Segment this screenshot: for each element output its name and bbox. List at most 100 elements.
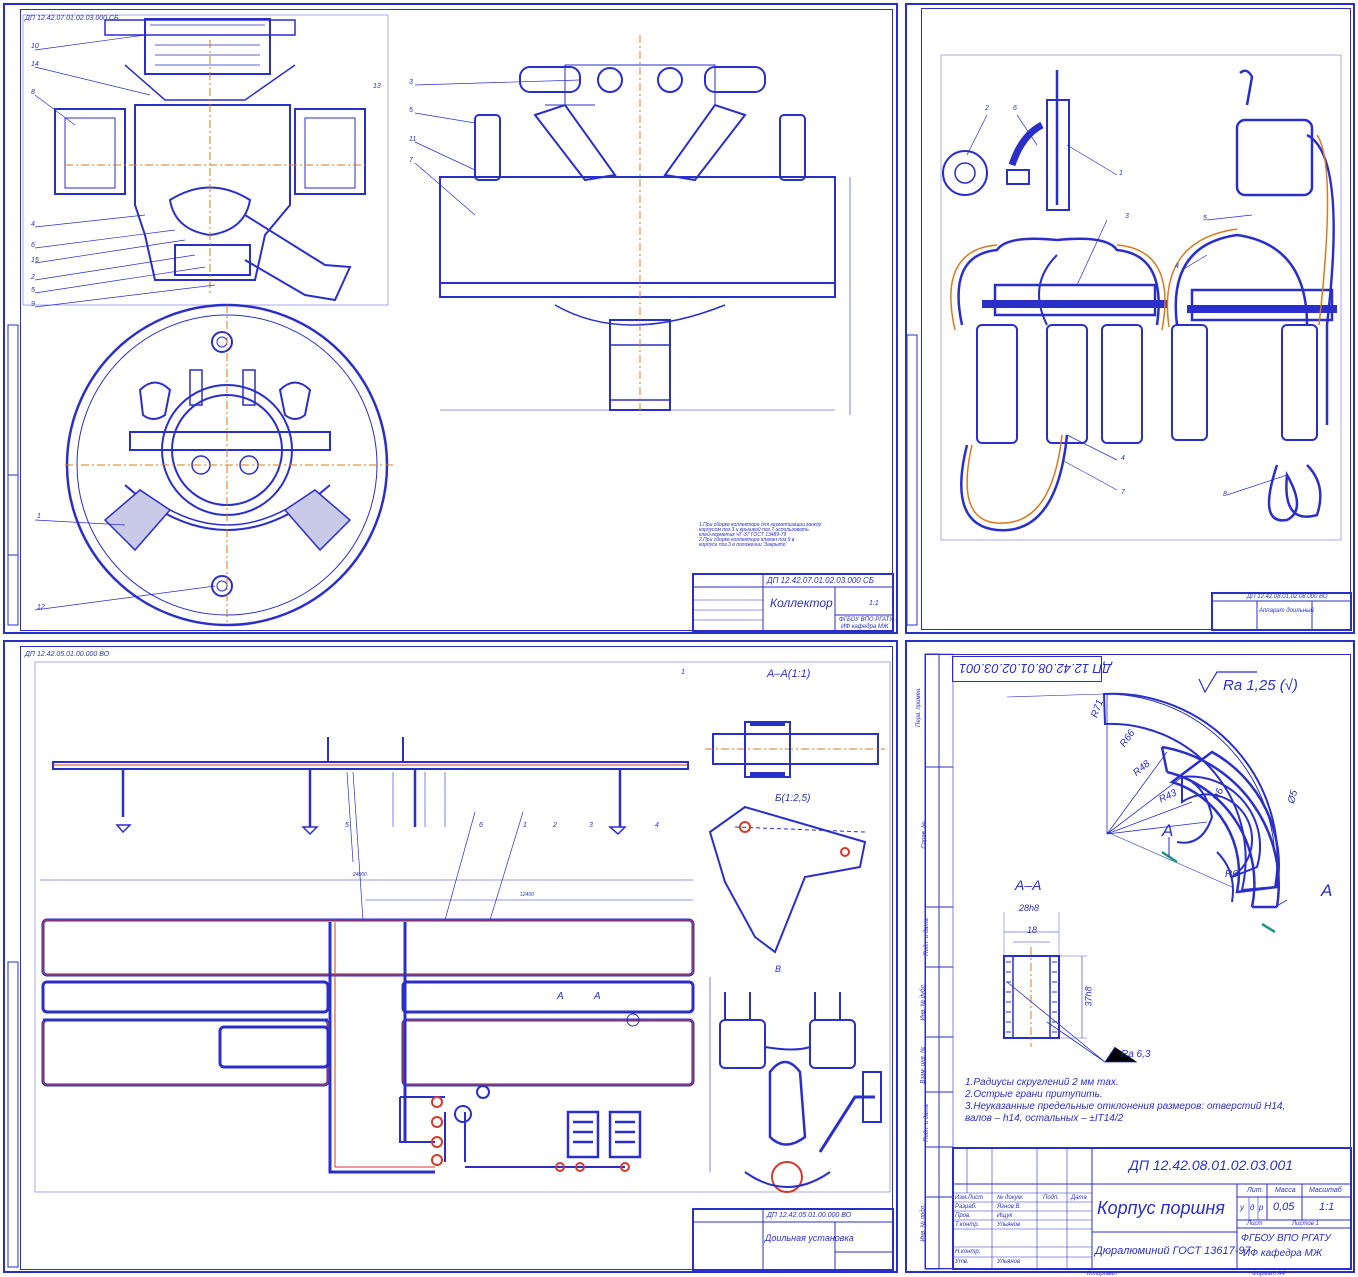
collector-callout: 13	[373, 83, 381, 90]
dim-r6-b: R6	[1225, 869, 1238, 880]
hdr-mass: Масса	[1275, 1187, 1296, 1194]
lit-u: у	[1240, 1203, 1244, 1212]
piston-org-2: ИФ кафедра МЖ	[1243, 1248, 1323, 1259]
installation-callout: 6	[479, 822, 483, 829]
dim-24000: 24000	[353, 872, 367, 878]
collector-note: корпусом поз.3 и крышкой поз.7 использов…	[699, 527, 809, 533]
collector-org-2: ИФ кафедра МЖ	[841, 624, 889, 630]
view-b-label: Б(1:2,5)	[775, 793, 811, 804]
installation-code-rotated: ДП 12.42.05.01.00.000 ВО	[25, 651, 110, 658]
installation-callout: 5	[345, 822, 349, 829]
collector-title: Коллектор	[770, 596, 833, 610]
installation-frame	[20, 646, 893, 1270]
dim-18: 18	[1027, 925, 1038, 935]
section-mark-a1: А	[1162, 821, 1174, 840]
collector-callout: 4	[31, 221, 35, 228]
piston-mass: 0,05	[1273, 1201, 1295, 1213]
apparatus-callout: 3	[1125, 213, 1129, 220]
collector-frame	[20, 9, 893, 631]
piston-note: 1.Радиусы скруглений 2 мм max.	[965, 1077, 1119, 1088]
installation-callout: 2	[553, 822, 557, 829]
piston-note: 3.Неуказанные предельные отклонения разм…	[965, 1101, 1286, 1112]
collector-callout: 11	[409, 136, 417, 143]
tb-row-header-doc: № докум.	[997, 1195, 1024, 1201]
installation-drawing	[7, 661, 894, 1271]
installation-callout: 4	[655, 822, 659, 829]
dim-12400: 12400	[520, 892, 534, 898]
collector-note: 2.При сборке коллектора клапан поз.9 в	[699, 537, 795, 543]
collector-callout: 12	[37, 604, 45, 611]
tb-row-name: Ульянов	[997, 1222, 1021, 1228]
sheet-apparatus: ДП 12.42.08.01.02.08.000 ВО Аппарат доил…	[905, 3, 1355, 634]
side-label: Перв. примен.	[915, 687, 922, 727]
tb-row-role: Т.контр.	[955, 1222, 980, 1228]
collector-drawing	[7, 14, 894, 632]
collector-note: 1.При сборке коллектора для герметизации…	[699, 522, 822, 528]
collector-org-1: ФГБОУ ВПО РГАТУ	[839, 617, 893, 623]
tb-row-header: Изм.Лист	[955, 1195, 984, 1201]
roughness-label: Ra 1,25 (√)	[1223, 677, 1298, 694]
collector-scale: 1:1	[869, 600, 879, 607]
apparatus-code: ДП 12.42.08.01.02.08.000 ВО	[1247, 594, 1328, 600]
piston-sheet: Лист	[1247, 1221, 1263, 1227]
side-label: Подп. и дата	[923, 918, 930, 956]
piston-note: 2.Острые грани притупить.	[965, 1089, 1103, 1100]
collector-callout: 7	[409, 157, 413, 164]
sheet-piston: ДП 12.42.08.01.02.03.001	[905, 640, 1355, 1277]
hdr-lit: Лит.	[1247, 1187, 1264, 1194]
apparatus-callout: 2	[985, 105, 989, 112]
side-label: Инв. № дубл.	[920, 983, 927, 1021]
tb-row-role: Пров.	[955, 1213, 971, 1219]
tb-row-role: Разраб.	[955, 1204, 977, 1210]
piston-org-1: ФГБОУ ВПО РГАТУ	[1241, 1233, 1331, 1244]
piston-material: Дюралюминий ГОСТ 13617-97	[1095, 1245, 1251, 1257]
apparatus-callout: 1	[1119, 170, 1123, 177]
side-label: Подп. и дата	[923, 1104, 930, 1142]
installation-callout: 3	[589, 822, 593, 829]
installation-title: Доильная установка	[765, 1233, 854, 1243]
piston-drawing	[924, 653, 1352, 1270]
piston-copied: Копировал	[1087, 1271, 1117, 1277]
tb-row-name: Ищук	[997, 1213, 1013, 1219]
apparatus-title: Аппарат доильный	[1259, 608, 1314, 614]
section-mark-a2: А	[1321, 881, 1333, 900]
side-label: Справ. №	[921, 821, 928, 849]
apparatus-callout: 7	[1121, 489, 1125, 496]
collector-callout: 10	[31, 43, 39, 50]
tb-row-name: Ульянов	[997, 1259, 1021, 1265]
lit-d: д	[1250, 1203, 1255, 1212]
section-a-label: А–А(1:1)	[767, 668, 811, 680]
apparatus-callout: 5	[1203, 215, 1207, 222]
piston-scale: 1:1	[1319, 1201, 1335, 1213]
apparatus-callout: 6	[1013, 105, 1017, 112]
lit-r: р	[1259, 1203, 1264, 1212]
dim-28h8: 28h8	[1019, 903, 1040, 913]
view-v-label: В	[775, 964, 782, 974]
collector-code-rotated: ДП 12.42.07.01.02.03.000 СБ	[25, 15, 119, 22]
side-label: Взам. инв. №	[920, 1046, 927, 1084]
apparatus-frame	[921, 8, 1351, 630]
collector-callout: 2	[31, 274, 35, 281]
section-aa-title: А–А	[1015, 877, 1042, 893]
piston-notes: 1.Радиусы скруглений 2 мм max. 2.Острые …	[965, 1078, 1285, 1124]
apparatus-drawing	[906, 54, 1352, 631]
sheet-installation: ДП 12.42.05.01.00.000 ВО	[3, 640, 898, 1273]
tb-row-header-sign: Подп.	[1043, 1195, 1059, 1201]
collector-callout: 1	[37, 513, 41, 520]
piston-title: Корпус поршня	[1097, 1198, 1225, 1218]
collector-note: клей-герметик ЧГ-37 ГОСТ 13489-79	[699, 532, 787, 538]
apparatus-callout: 8	[1223, 491, 1227, 498]
piston-code: ДП 12.42.08.01.02.03.001	[1129, 1157, 1294, 1173]
apparatus-callout: 4	[1175, 263, 1179, 270]
tb-row-role: Утв.	[955, 1259, 969, 1265]
tb-row-name: Ягнов В.	[997, 1204, 1022, 1210]
hdr-scale: Масштаб	[1309, 1187, 1342, 1194]
collector-callout: 6	[31, 242, 35, 249]
tb-row-role: Н.контр.	[955, 1249, 981, 1255]
collector-callout: 5	[409, 107, 413, 114]
dim-37h8: 37h8	[1083, 986, 1094, 1007]
collector-callout: 14	[31, 61, 39, 68]
collector-notes: 1.При сборке коллектора для герметизации…	[699, 523, 821, 548]
sheet-collector: ДП 12.42.07.01.02.03.000 СБ	[3, 3, 898, 634]
collector-note: корпусе поз.3 в положении 'Закрыто'	[699, 542, 787, 548]
